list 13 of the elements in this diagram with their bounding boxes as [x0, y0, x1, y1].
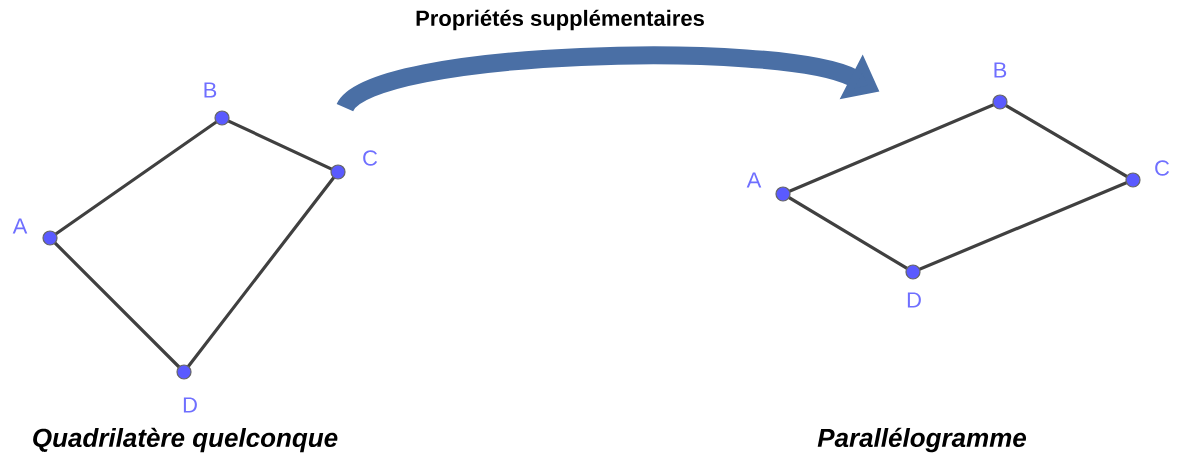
vertex-label: D [907, 292, 921, 308]
vertex-label: D [183, 397, 197, 413]
vertex-label: B [204, 82, 217, 98]
quadrilateral-drawing [775, 94, 1141, 280]
figure-caption: Quadrilatère quelconque [33, 427, 338, 453]
figure-caption: Parallélogramme [817, 427, 1027, 453]
vertex-label: C [1155, 160, 1170, 176]
quadrilateral-drawing [42, 110, 346, 380]
vertex-label: A [746, 172, 762, 188]
vertex-label: C [363, 150, 378, 166]
edge-label: Propriétés supplémentaires [413, 7, 707, 33]
vertex-label: B [994, 62, 1007, 78]
vertex-label: A [12, 218, 28, 234]
